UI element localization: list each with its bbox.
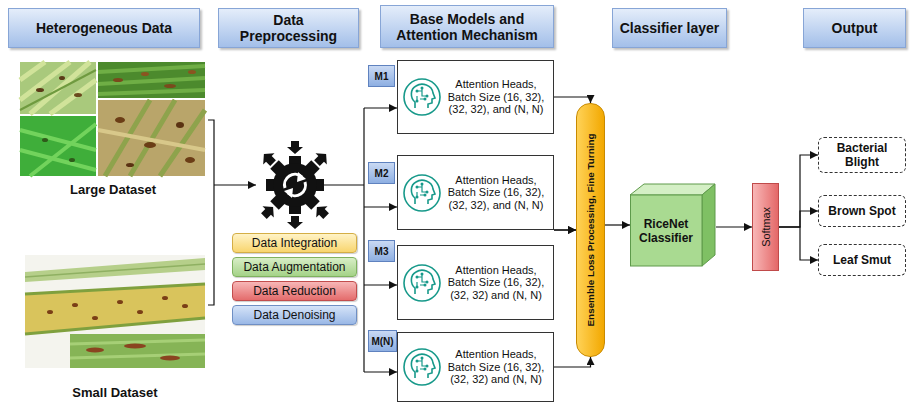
stage-header: Classifier layer [612,8,727,48]
label-text: Heterogeneous Data [36,20,172,36]
label-text: Ensemble Loss Processing, Fine Turning [584,103,598,357]
classifier-cube: RiceNet Classifier [630,183,716,267]
input-wires [208,108,397,372]
label-text: Data Reduction [253,284,336,298]
flow-arrow [779,211,818,227]
preprocessing-step: Data Augmentation [232,257,357,277]
model-tag: M2 [368,162,395,184]
label-text: Data Preprocessing [223,12,354,44]
flow-arrow [716,226,752,227]
label-text: Base Models and Attention Mechanism [385,11,549,43]
softmax-box: Softmax [752,183,779,271]
label-text: Output [832,20,878,36]
label-text: Data Integration [252,236,337,250]
flow-arrow [554,229,576,230]
stage-header: Base Models and Attention Mechanism [380,5,554,48]
flow-arrow [779,227,818,260]
ai-head-icon [402,263,442,303]
label-text: Bacterial Blight [823,141,901,169]
output-class: Brown Spot [818,195,906,227]
label-text: Classifier layer [620,20,720,36]
large-dataset-photos [20,62,205,176]
ai-head-icon [402,173,442,213]
flow-arrow [779,155,818,227]
base-model-box: Attention Heads, Batch Size (16, 32), (3… [397,332,554,402]
label-text: M(N) [371,336,393,347]
label-text: Brown Spot [828,204,895,218]
label-text: Attention Heads, Batch Size (16, 32), (3… [444,78,548,116]
preprocessing-step: Data Reduction [232,281,357,301]
base-model-box: Attention Heads, Batch Size (16, 32), (3… [397,155,554,230]
flow-arrow [605,224,630,225]
label-text: Large Dataset [18,182,208,198]
label-text: Data Augmentation [243,260,345,274]
gear-icon [258,141,332,229]
base-model-box: Attention Heads, Batch Size (16, 32), (3… [397,60,554,134]
output-class: Bacterial Blight [818,137,906,173]
model-tag: M3 [368,240,395,262]
label-text: M3 [375,246,389,257]
ai-head-icon [402,77,442,117]
dataset-panel: Large Dataset [18,60,208,198]
label-text: Data Denoising [253,308,335,322]
model-tag: M1 [368,65,395,87]
dataset-panel: Small Dataset [22,253,208,401]
label-text: Attention Heads, Batch Size (16, 32), (3… [444,174,548,212]
label-text: RiceNet Classifier [630,195,702,267]
ensemble-bar: Ensemble Loss Processing, Fine Turning [576,103,605,357]
label-text: M1 [375,71,389,82]
model-tag: M(N) [368,330,397,352]
label-text: Softmax [759,183,773,271]
stage-header: Data Preprocessing [218,8,359,48]
flow-arrow [554,229,576,230]
flow-arrow [554,97,591,103]
stage-header: Output [803,8,906,48]
label-text: Leaf Smut [833,253,891,267]
flow-arrow [554,357,591,367]
preprocessing-step: Data Integration [232,233,357,253]
small-dataset-photos [25,255,205,368]
base-model-box: Attention Heads, Batch Size (16, 32), (3… [397,245,554,320]
label-text: Attention Heads, Batch Size (16, 32), (3… [444,264,548,302]
output-class: Leaf Smut [818,244,906,276]
label-text: Attention Heads, Batch Size (16, 32), (3… [444,348,548,386]
ai-head-icon [402,347,442,387]
stage-header: Heterogeneous Data [8,8,200,48]
label-text: Small Dataset [22,385,208,401]
preprocessing-step: Data Denoising [232,305,357,325]
label-text: M2 [375,168,389,179]
